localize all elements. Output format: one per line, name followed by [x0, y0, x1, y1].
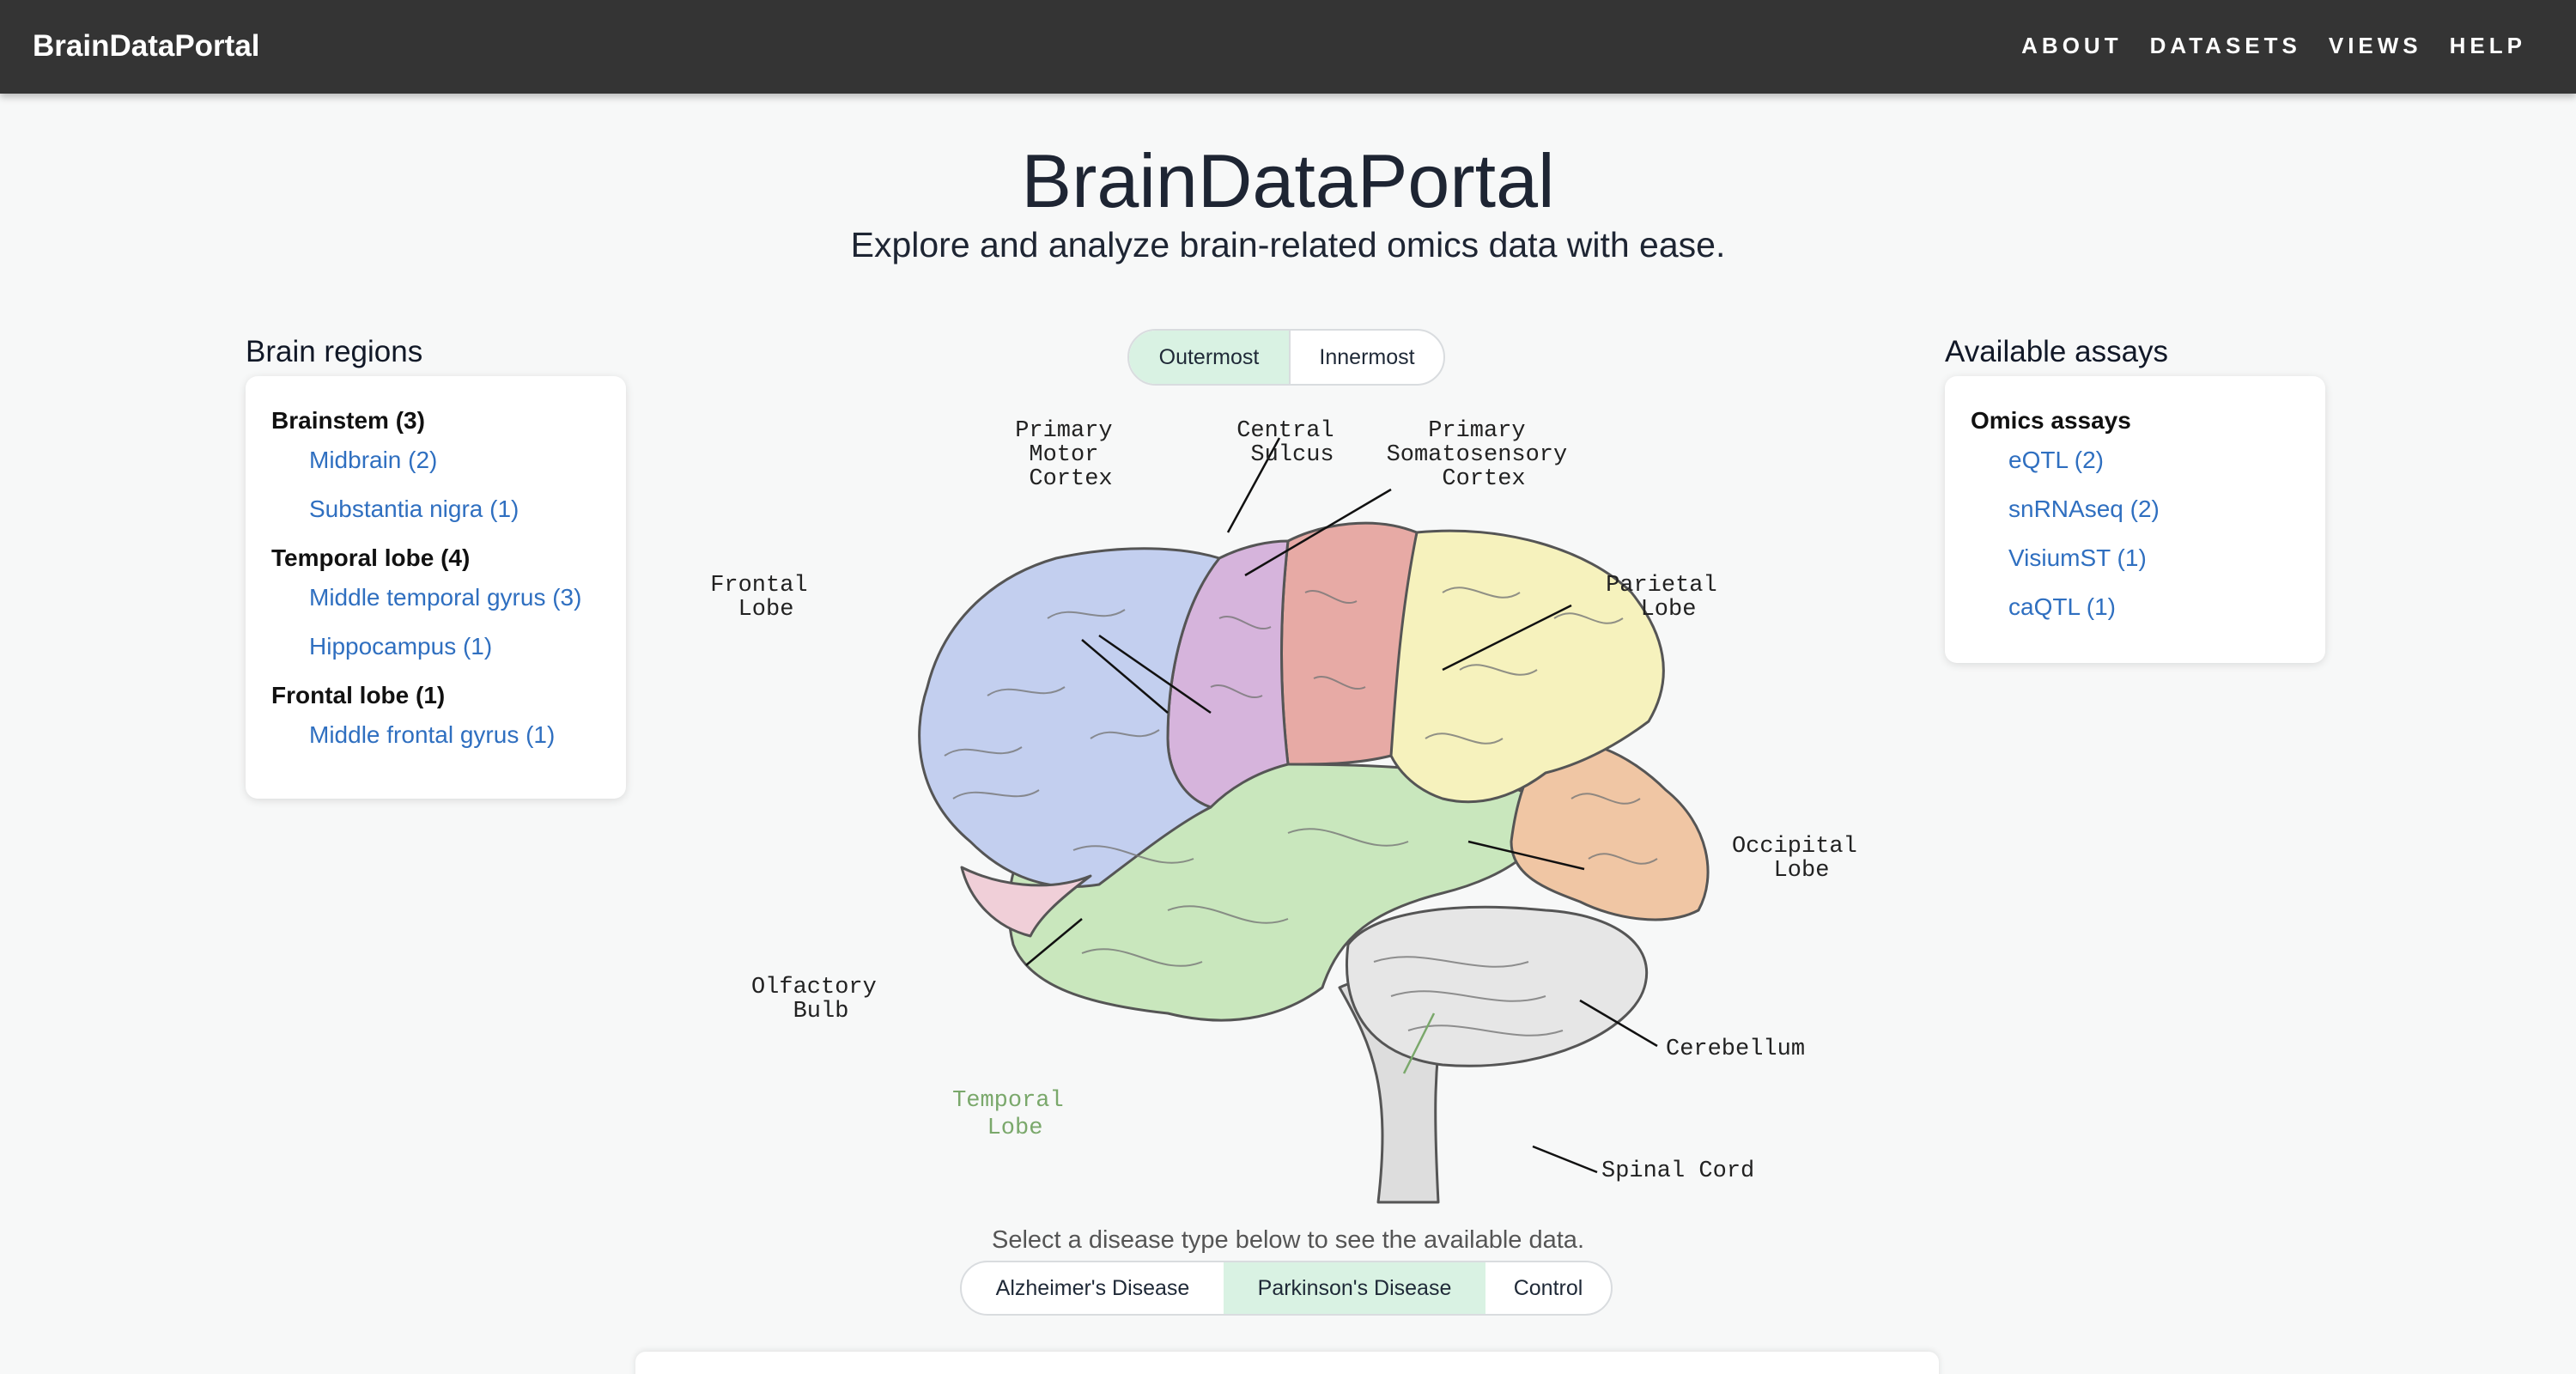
nav-views[interactable]: VIEWS — [2328, 33, 2422, 58]
assay-link-snrnaseq[interactable]: snRNAseq (2) — [2008, 495, 2160, 522]
nav-datasets[interactable]: DATASETS — [2149, 33, 2301, 58]
assay-link-visiumst[interactable]: VisiumST (1) — [2008, 544, 2147, 571]
assays-card: Omics assays eQTL (2) snRNAseq (2) Visiu… — [1945, 376, 2325, 663]
page-subtitle: Explore and analyze brain-related omics … — [850, 225, 1726, 264]
leader-central — [1226, 437, 1281, 533]
brand-logo[interactable]: BrainDataPortal — [33, 29, 260, 63]
olfactory-bulb-region[interactable] — [960, 866, 1092, 938]
available-assays-title: Available assays — [1945, 335, 2169, 368]
assay-link-eqtl[interactable]: eQTL (2) — [2008, 447, 2104, 473]
label-occipital-lobe[interactable]: Occipital Lobe — [1732, 834, 1871, 884]
region-link-middle-temporal-gyrus[interactable]: Middle temporal gyrus (3) — [309, 584, 582, 611]
label-temporal-lobe[interactable]: Temporal Lobe — [952, 1088, 1078, 1141]
nav-help[interactable]: HELP — [2449, 33, 2526, 58]
page-title: BrainDataPortal — [1021, 138, 1555, 223]
region-group-label: Frontal lobe (1) — [271, 682, 446, 708]
label-somatosensory[interactable]: Primary Somatosensory Cortex — [1387, 418, 1582, 492]
region-link-hippocampus[interactable]: Hippocampus (1) — [309, 633, 493, 660]
brain-svg: Primary Motor Cortex Central Sulcus Prim… — [710, 418, 1871, 1204]
nav-menu: ABOUT DATASETS VIEWS HELP — [2021, 33, 2526, 59]
assay-group-omics: Omics assays eQTL (2) snRNAseq (2) Visiu… — [1971, 407, 2325, 621]
brain-diagram: Primary Motor Cortex Central Sulcus Prim… — [687, 395, 1889, 1211]
label-olfactory-bulb[interactable]: Olfactory Bulb — [751, 975, 890, 1024]
toggle-outermost[interactable]: Outermost — [1129, 331, 1289, 384]
label-cerebellum[interactable]: Cerebellum — [1666, 1037, 1805, 1062]
toggle-innermost[interactable]: Innermost — [1289, 331, 1443, 384]
disease-toggle: Alzheimer's Disease Parkinson's Disease … — [960, 1261, 1613, 1316]
region-group-brainstem: Brainstem (3) Midbrain (2) Substantia ni… — [271, 407, 626, 523]
frontal-lobe-region[interactable] — [918, 547, 1221, 888]
region-group-label: Temporal lobe (4) — [271, 544, 471, 571]
disease-alzheimers[interactable]: Alzheimer's Disease — [995, 1275, 1190, 1300]
assay-link-caqtl[interactable]: caQTL (1) — [2008, 593, 2116, 620]
label-central-sulcus[interactable]: Central Sulcus — [1236, 418, 1348, 468]
region-link-middle-frontal-gyrus[interactable]: Middle frontal gyrus (1) — [309, 721, 556, 748]
assay-group-label: Omics assays — [1971, 407, 2131, 434]
top-navbar: BrainDataPortal ABOUT DATASETS VIEWS HEL… — [0, 0, 2576, 94]
region-link-midbrain[interactable]: Midbrain (2) — [309, 447, 438, 473]
label-parietal-lobe[interactable]: Parietal Lobe — [1606, 573, 1731, 623]
brain-regions-card: Brainstem (3) Midbrain (2) Substantia ni… — [246, 376, 626, 799]
cerebellum-region[interactable] — [1346, 905, 1649, 1067]
region-group-label: Brainstem (3) — [271, 407, 425, 434]
region-link-substantia-nigra[interactable]: Substantia nigra (1) — [309, 495, 519, 522]
region-group-temporal: Temporal lobe (4) Middle temporal gyrus … — [271, 544, 626, 660]
data-panel-card — [635, 1352, 1939, 1374]
disease-hint: Select a disease type below to see the a… — [991, 1226, 1584, 1254]
disease-parkinsons[interactable]: Parkinson's Disease — [1224, 1262, 1485, 1314]
occipital-lobe-region[interactable] — [1510, 740, 1710, 921]
brain-regions-title: Brain regions — [246, 335, 423, 368]
label-primary-motor[interactable]: Primary Motor Cortex — [1015, 418, 1127, 492]
disease-control[interactable]: Control — [1513, 1275, 1583, 1300]
label-frontal-lobe[interactable]: Frontal Lobe — [710, 573, 822, 623]
label-spinal-cord[interactable]: Spinal Cord — [1601, 1158, 1754, 1184]
nav-about[interactable]: ABOUT — [2021, 33, 2123, 58]
region-group-frontal: Frontal lobe (1) Middle frontal gyrus (1… — [271, 682, 626, 749]
layer-toggle: Outermost Innermost — [1127, 329, 1445, 386]
